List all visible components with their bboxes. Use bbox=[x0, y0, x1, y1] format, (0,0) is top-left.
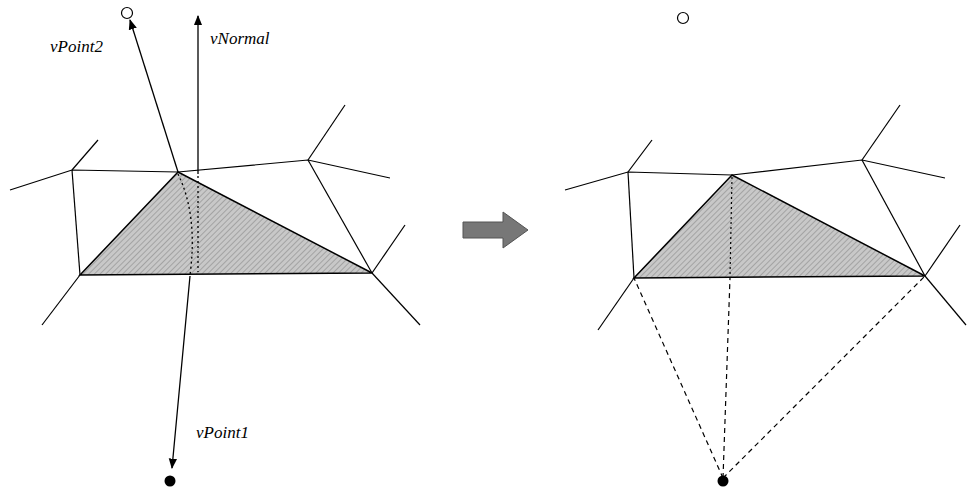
point2-vector bbox=[130, 20, 178, 172]
point1-hidden bbox=[178, 174, 192, 275]
right-mesh bbox=[565, 105, 966, 478]
normal-hidden bbox=[197, 176, 198, 272]
vectors bbox=[130, 16, 198, 468]
left-mesh bbox=[10, 105, 420, 325]
filled-point bbox=[165, 476, 176, 487]
normal-vector bbox=[197, 16, 198, 174]
open-point bbox=[122, 8, 133, 19]
point1-vector bbox=[172, 276, 190, 468]
open-point bbox=[678, 13, 689, 24]
vector-label: vPoint2 bbox=[50, 38, 103, 57]
vector-label: vNormal bbox=[210, 30, 270, 49]
transition-arrow bbox=[463, 212, 528, 248]
filled-point bbox=[718, 476, 729, 487]
vector-label: vPoint1 bbox=[196, 424, 249, 443]
